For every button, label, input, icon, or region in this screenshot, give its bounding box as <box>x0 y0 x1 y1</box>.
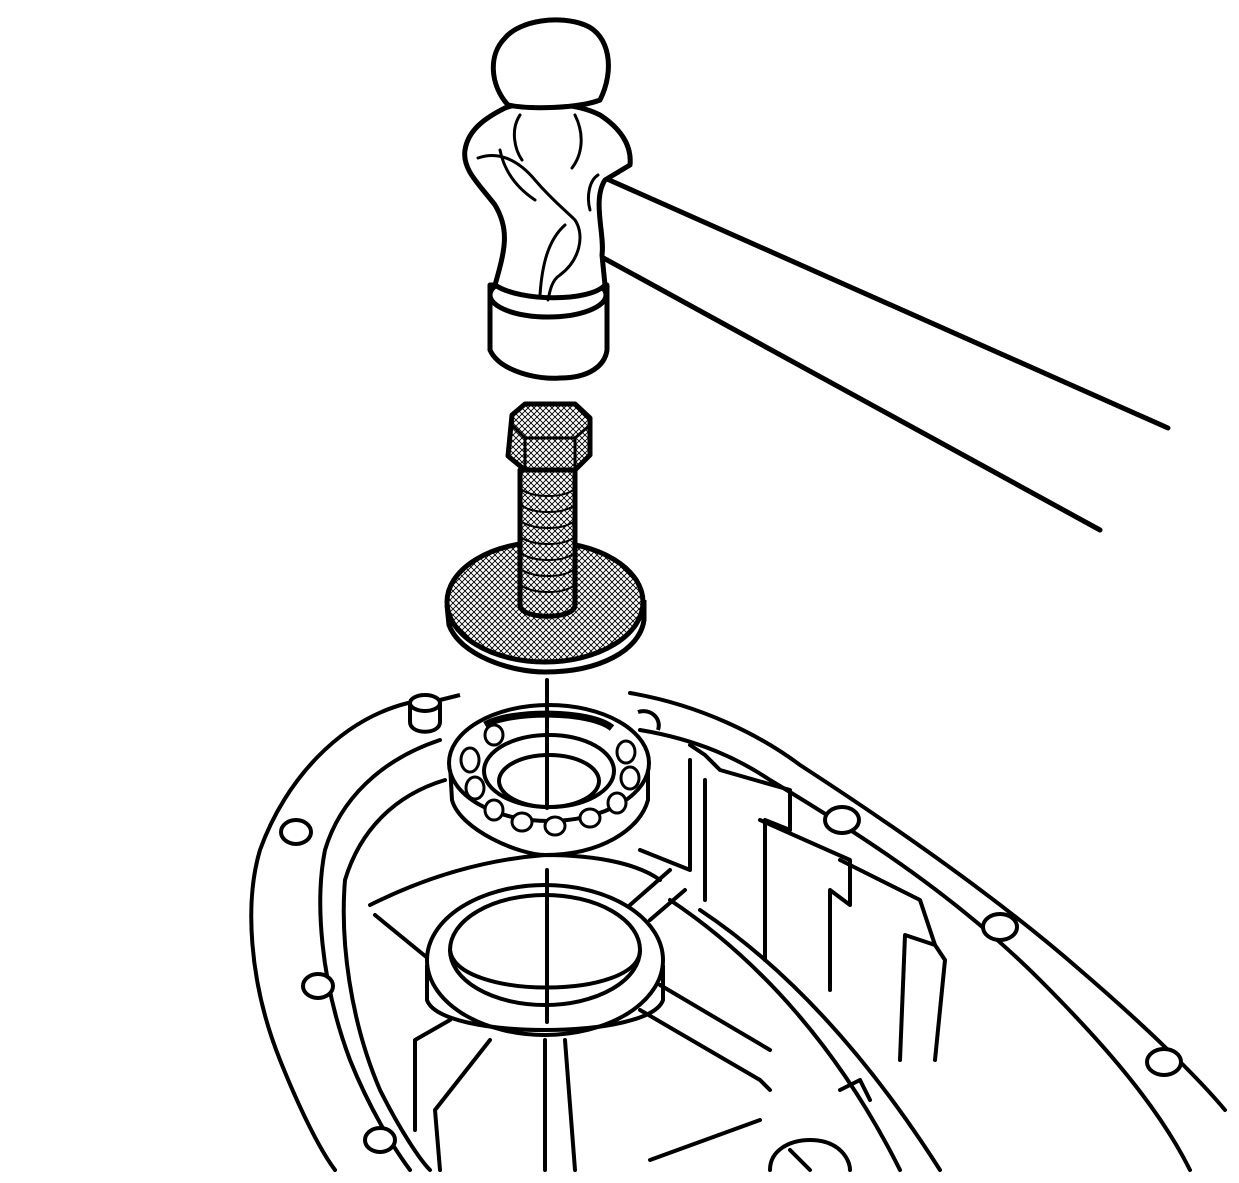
case-inner-flange-left <box>318 738 442 1172</box>
hammer-contours <box>476 113 600 302</box>
bore-lower-band <box>425 965 665 1032</box>
case-inner-wall <box>638 758 692 872</box>
case-bolt-holes <box>279 709 1183 1154</box>
bolt-hole <box>279 818 313 846</box>
bolt-hole-partial <box>637 709 661 731</box>
case-bottom-detail <box>768 1138 852 1172</box>
case-bottom-detail-4 <box>788 1148 812 1172</box>
bolt-threads <box>521 489 574 593</box>
hammer-body <box>462 100 633 301</box>
case-bottom-detail-3 <box>838 1078 872 1102</box>
dowel-pin <box>408 693 461 734</box>
hammer-handle <box>595 172 1171 533</box>
case-spoke-3 <box>433 1038 492 1172</box>
bolt-hole <box>1145 1047 1183 1077</box>
bolt-hole <box>981 912 1019 942</box>
case-rib-upper <box>688 743 792 962</box>
case-wall-left <box>341 778 447 1172</box>
bolt-hole <box>363 1126 397 1154</box>
bolt-head-facets <box>510 423 591 470</box>
case-outer-flange-right <box>628 691 1227 1112</box>
case-inner-flange-right <box>638 728 1192 1172</box>
ball-peen-hammer <box>462 17 1171 533</box>
case-spoke-9 <box>648 888 687 922</box>
bolt-hole <box>823 805 861 835</box>
case-spoke-8 <box>628 868 672 907</box>
case-rib-step <box>758 818 852 992</box>
bearing-balls <box>459 723 641 837</box>
case-spoke-2 <box>413 1018 452 1132</box>
case-spoke-7 <box>658 983 772 1052</box>
case-floor-right <box>668 898 902 1172</box>
hex-bolt <box>505 401 593 619</box>
case-rib-pocket-2 <box>933 943 947 1062</box>
case-spoke-1 <box>373 913 432 962</box>
case-spoke-6 <box>638 1008 772 1092</box>
case-floor-right-2 <box>698 908 942 1172</box>
case-spoke-5 <box>563 1038 577 1172</box>
case-outer-flange-left <box>249 701 410 1172</box>
bolt-hole <box>301 972 335 1000</box>
bearing-seal-arc <box>483 710 615 731</box>
hammer-ball-peen <box>490 17 611 111</box>
case-bottom-detail-2 <box>648 1118 762 1162</box>
transmission-case <box>249 691 1227 1172</box>
case-rib-pocket <box>838 858 937 1062</box>
